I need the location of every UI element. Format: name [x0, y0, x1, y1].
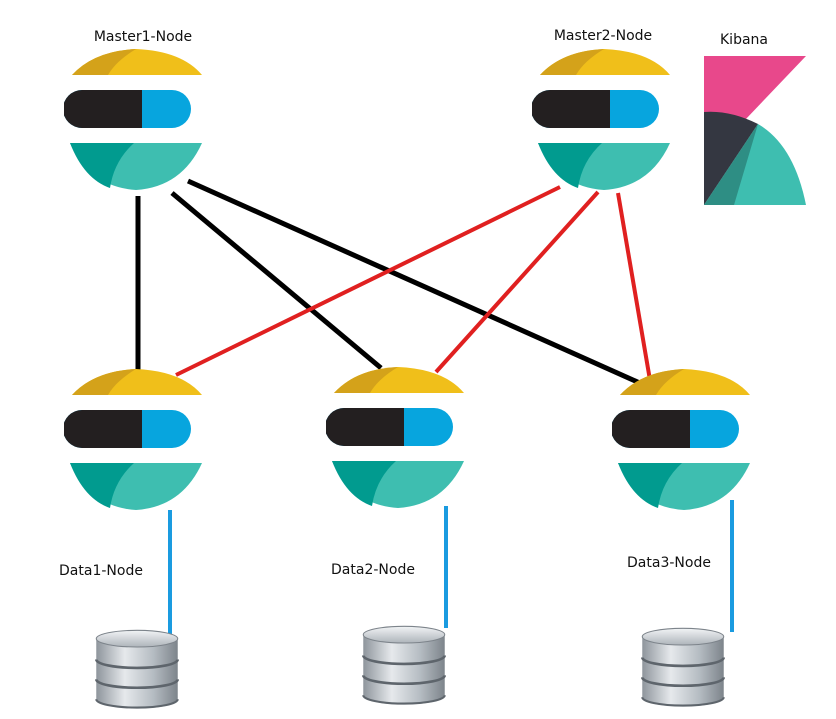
data3-node: Data3-Node: [612, 369, 750, 571]
elasticsearch-logo-icon: [612, 369, 750, 510]
database-icon: [94, 628, 180, 710]
data2-label: Data2-Node: [331, 562, 415, 578]
elasticsearch-logo-icon: [532, 49, 670, 190]
link-master2-data2: [434, 190, 600, 374]
data1-label: Data1-Node: [59, 563, 143, 579]
elasticsearch-logo-icon: [64, 369, 202, 510]
link-master1-data3: [186, 178, 644, 387]
master2-links: [175, 185, 653, 387]
kibana-logo-icon: [704, 56, 806, 205]
elasticsearch-logo-icon: [326, 367, 464, 508]
master2-label: Master2-Node: [554, 28, 652, 44]
link-master2-data1: [175, 185, 561, 377]
storage-links: [168, 500, 734, 634]
database-icon: [361, 624, 447, 706]
elasticsearch-logo-icon: [64, 49, 202, 190]
master1-label: Master1-Node: [94, 29, 192, 45]
master1-links: [135, 178, 644, 387]
kibana-label: Kibana: [720, 32, 768, 48]
link-master1-data2: [170, 191, 383, 370]
database-icon: [640, 626, 726, 708]
data1-node: Data1-Node: [59, 369, 202, 579]
master2-node: Master2-Node: [532, 28, 670, 190]
master1-node: Master1-Node: [64, 29, 202, 190]
link-master2-data3: [616, 192, 653, 387]
data3-label: Data3-Node: [627, 555, 711, 571]
data2-node: Data2-Node: [326, 367, 464, 578]
kibana-block: Kibana: [704, 32, 806, 205]
